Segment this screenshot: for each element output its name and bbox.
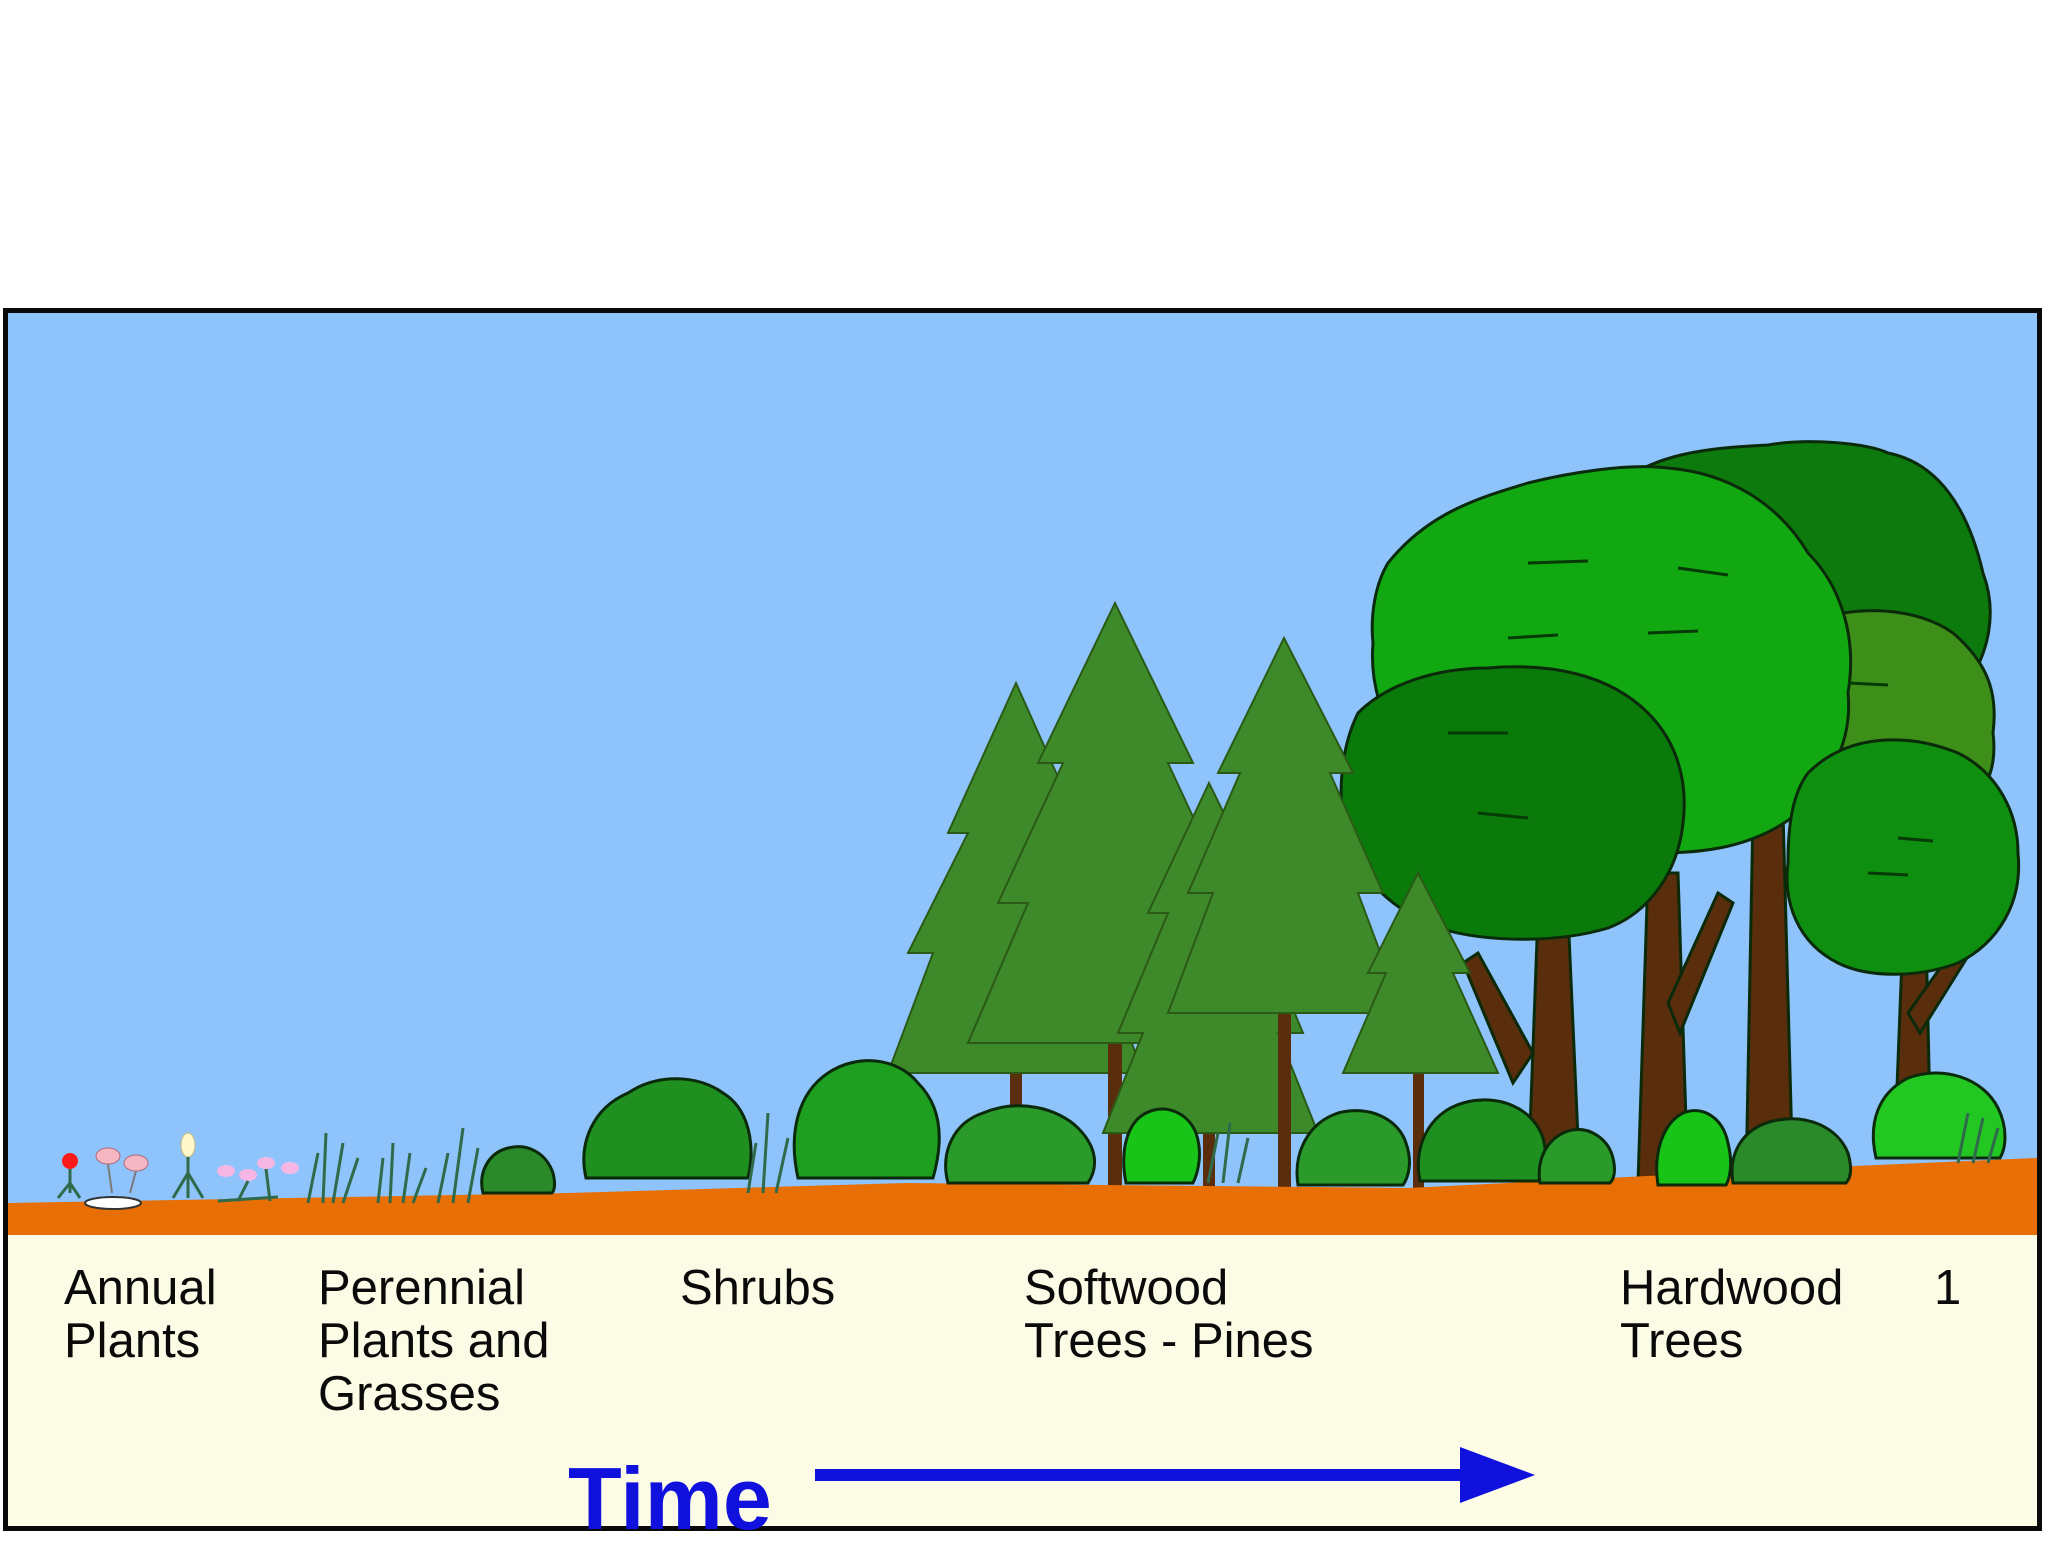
shrub: [480, 1145, 557, 1195]
grass-tuft: [376, 1142, 428, 1204]
shrub: [1730, 1117, 1853, 1185]
annual-plants: [56, 1132, 299, 1210]
shrub: [582, 1077, 753, 1180]
time-arrow: [815, 1447, 1535, 1503]
grass-tuft: [306, 1132, 360, 1204]
pink-flower: [281, 1162, 299, 1174]
time-arrow-shaft: [815, 1469, 1465, 1481]
shrub: [944, 1104, 1097, 1185]
grasses: [306, 1112, 2000, 1204]
pink-flower: [239, 1169, 257, 1181]
pine-tree: [1341, 870, 1500, 1203]
pink-flower: [217, 1165, 235, 1177]
shrub: [1655, 1109, 1733, 1187]
pine-tree: [1166, 635, 1405, 1203]
pink-flower: [123, 1154, 149, 1172]
succession-scene: [8, 313, 2037, 1235]
pink-flower: [95, 1147, 121, 1165]
grass-tuft: [436, 1127, 480, 1204]
shrub: [1295, 1109, 1411, 1187]
hardwood-trunk: [1461, 950, 1535, 1087]
pine-foliage: [1166, 635, 1405, 1014]
ground-stones: [84, 1196, 142, 1210]
shrub: [792, 1059, 941, 1180]
hardwood-canopy: [1785, 738, 2021, 976]
grass-tuft: [1206, 1122, 1250, 1184]
white-flower: [180, 1132, 196, 1158]
hardwood-canopy: [1339, 665, 1686, 941]
stage-label-annual-plants: Annual Plants: [64, 1261, 217, 1368]
shrubs: [480, 1059, 2007, 1195]
diagram-frame: [3, 308, 2042, 1531]
hardwood-trees: [1339, 440, 2021, 1185]
pink-flower: [257, 1157, 275, 1169]
shrub: [1871, 1071, 2007, 1160]
grass-tuft: [1956, 1112, 2000, 1164]
stage-label-hardwood-trees: Hardwood Trees: [1620, 1261, 1844, 1368]
shrub: [1537, 1128, 1616, 1185]
slide-number: 1: [1934, 1261, 1962, 1315]
time-arrow-head: [1460, 1447, 1535, 1503]
grass-tuft: [746, 1112, 790, 1194]
soil: [8, 1158, 2037, 1235]
red-flower: [62, 1153, 78, 1169]
pine-foliage: [1341, 870, 1500, 1074]
stage-label-softwood-trees: Softwood Trees - Pines: [1024, 1261, 1314, 1368]
hardwood-trunk: [1666, 890, 1735, 1038]
stage-label-perennial-plants-grasses: Perennial Plants and Grasses: [318, 1261, 550, 1421]
stage-label-shrubs: Shrubs: [680, 1261, 836, 1315]
pine-trees: [886, 600, 1500, 1203]
time-label: Time: [568, 1449, 772, 1548]
shrub: [1122, 1107, 1201, 1185]
